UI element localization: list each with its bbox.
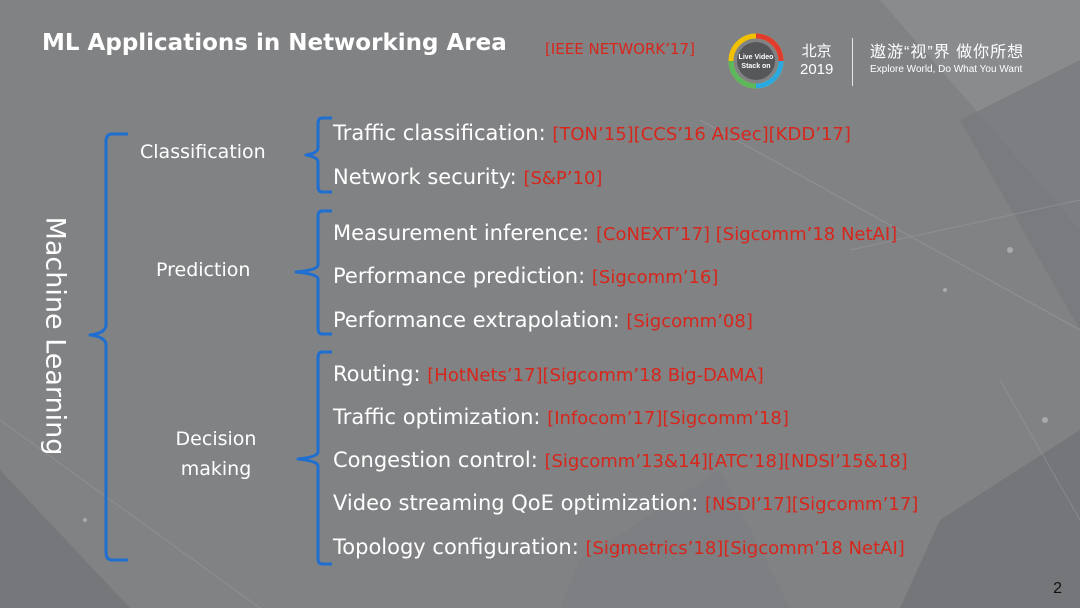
application-name: Video streaming QoE optimization: [333,491,699,515]
category-prediction: Prediction [156,259,251,281]
application-name: Routing: [333,362,421,386]
application-name: Performance prediction: [333,264,586,288]
category-decision-line1: Decision [175,428,257,450]
application-item: Video streaming QoE optimization: [NSDI’… [333,490,918,518]
application-item: Network security: [S&P’10] [333,164,602,192]
application-references: [HotNets’17][Sigcomm’18 Big-DAMA] [427,365,764,386]
application-item: Measurement inference: [CoNEXT’17] [Sigc… [333,220,897,248]
category-decision-making: Decision making [166,424,266,484]
application-name: Traffic classification: [333,121,546,145]
application-references: [Sigmetrics’18][Sigcomm’18 NetAI] [585,538,905,559]
application-item: Routing: [HotNets’17][Sigcomm’18 Big-DAM… [333,361,764,389]
application-item: Performance prediction: [Sigcomm’16] [333,263,718,291]
branding-divider [852,38,853,86]
application-item: Congestion control: [Sigcomm’13&14][ATC’… [333,447,908,475]
application-references: [S&P’10] [523,168,603,189]
page-number: 2 [1053,580,1062,597]
application-name: Performance extrapolation: [333,308,620,332]
application-item: Performance extrapolation: [Sigcomm’08] [333,307,753,335]
application-references: [Sigcomm’16] [591,267,719,288]
slide-title: ML Applications in Networking Area [42,30,507,56]
application-item: Topology configuration: [Sigmetrics’18][… [333,534,905,562]
application-name: Congestion control: [333,448,538,472]
application-references: [Infocom’17][Sigcomm’18] [547,408,789,429]
application-name: Measurement inference: [333,221,590,245]
event-slogan: 遨游“视”界 做你所想 Explore World, Do What You W… [870,43,1024,77]
application-references: [CoNEXT’17] [Sigcomm’18 NetAI] [595,224,898,245]
slogan-english: Explore World, Do What You Want [870,64,1023,75]
event-year: 2019 [800,61,834,78]
application-references: [Sigcomm’13&14][ATC’18][NDSI’15&18] [544,451,908,472]
category-decision-line2: making [180,458,252,480]
application-item: Traffic optimization: [Infocom’17][Sigco… [333,404,789,432]
live-video-stackon-logo: Live Video Stack on [728,33,784,89]
event-city: 北京 [801,43,832,60]
logo-text-line1: Live Video [739,54,774,61]
title-reference: [IEEE NETWORK’17] [545,40,695,58]
application-name: Traffic optimization: [333,405,541,429]
machine-learning-label: Machine Learning [39,216,71,456]
slogan-chinese: 遨游“视”界 做你所想 [870,44,1025,61]
application-references: [TON’15][CCS’16 AISec][KDD’17] [552,124,851,145]
application-item: Traffic classification: [TON’15][CCS’16 … [333,120,851,148]
application-references: [Sigcomm’08] [626,311,753,332]
category-classification: Classification [140,141,266,163]
event-location: 北京 2019 [800,43,833,79]
application-name: Topology configuration: [333,535,579,559]
application-name: Network security: [333,165,517,189]
application-references: [NSDI’17][Sigcomm’17] [705,494,919,515]
logo-text-line2: Stack on [741,63,770,70]
